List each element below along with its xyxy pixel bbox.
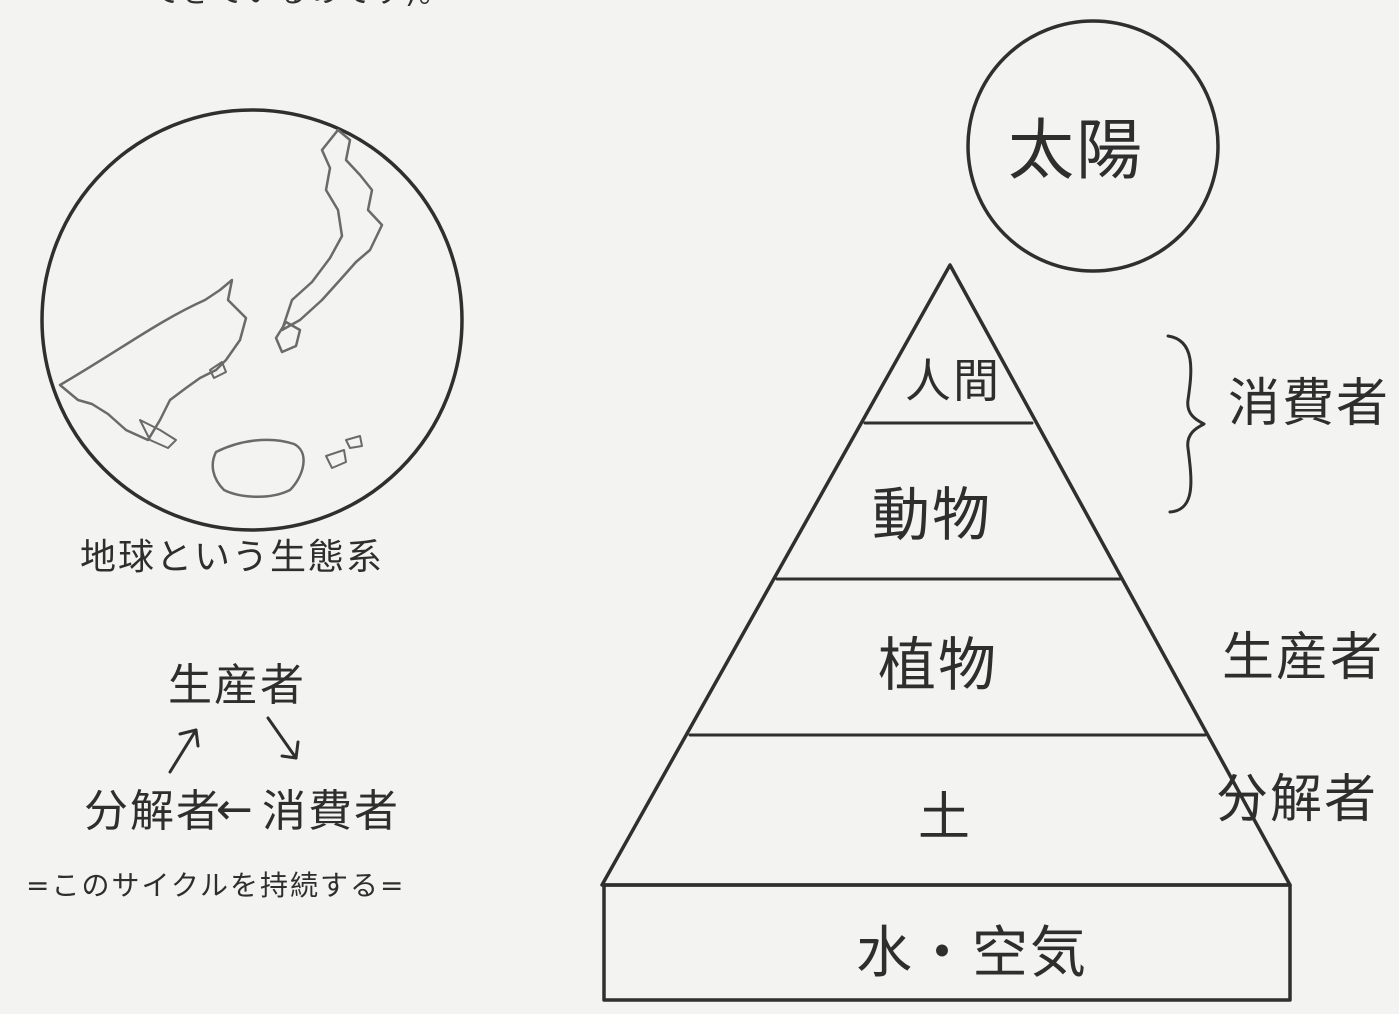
cycle-arrows — [168, 716, 300, 774]
pyramid-level-water-air: 水・空気 — [856, 921, 1088, 986]
earth-globe — [40, 108, 464, 532]
role-decomposer-label: 分解者 — [1216, 770, 1379, 830]
pyramid-outline — [600, 263, 1292, 1002]
cycle-note: =このサイクルを持続する= — [26, 869, 406, 902]
pyramid-level-human: 人間 — [905, 354, 1001, 408]
role-consumer-label: 消費者 — [1228, 374, 1391, 434]
sun-label: 太陽 — [1008, 112, 1144, 189]
pyramid-level-animal: 動物 — [872, 481, 993, 549]
cycle-left-arrow: ← — [216, 784, 255, 835]
role-producer-label: 生産者 — [1222, 628, 1385, 688]
sun-circle — [966, 19, 1220, 273]
cycle-consumer-label: 消費者 — [262, 786, 400, 837]
top-text-fragment: てきているのです)。 — [150, 0, 451, 8]
pyramid-level-soil: 土 — [918, 788, 973, 848]
earth-caption: 地球という生態系 — [80, 537, 385, 578]
cycle-producer-label: 生産者 — [168, 660, 306, 711]
earth-landmasses — [58, 128, 384, 498]
pyramid-level-plant: 植物 — [878, 631, 999, 699]
consumer-bracket — [1166, 334, 1206, 514]
cycle-decomposer-label: 分解者 — [84, 786, 222, 837]
